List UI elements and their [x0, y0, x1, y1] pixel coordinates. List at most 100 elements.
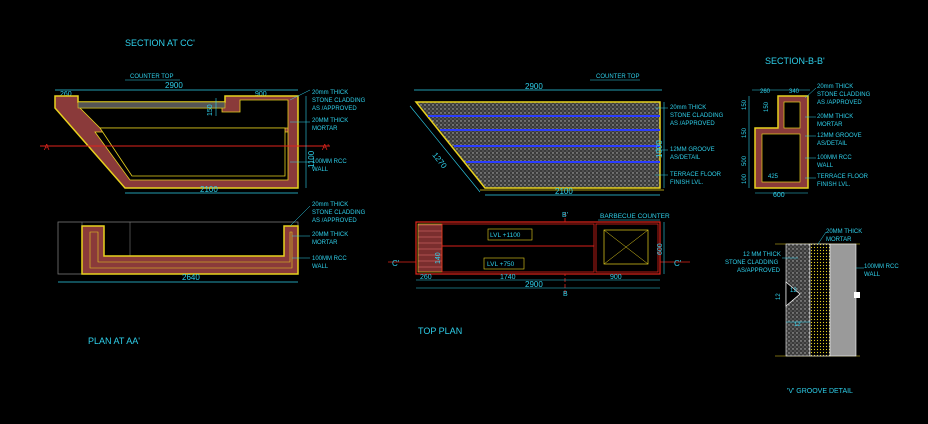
- svg-text:100MM RCC: 100MM RCC: [312, 159, 347, 165]
- section-bb-title: SECTION-B-B': [765, 56, 825, 66]
- top-plan-lvl-750: LVL +750: [487, 261, 515, 268]
- top-plan-barbecue-label: BARBECUE COUNTER: [600, 213, 670, 220]
- top-plan-dim-260: 260: [420, 274, 432, 281]
- plan-aa-u-shape: [81, 225, 299, 275]
- section-bb-notes: 20mm THICK STONE CLADDING AS /APPROVED 2…: [804, 84, 871, 188]
- section-cc-dim-2100: 2100: [200, 185, 218, 194]
- section-bb-dim-v1: 150: [742, 99, 748, 110]
- svg-text:MORTAR: MORTAR: [312, 240, 338, 246]
- v-groove-title: 'V' GROOVE DETAIL: [787, 388, 853, 395]
- svg-text:WALL: WALL: [312, 167, 329, 173]
- top-plan-dim-900: 900: [610, 274, 622, 281]
- plan-aa-view: 2640 20mm THICK STONE CLADDING AS /APPRO…: [57, 202, 366, 346]
- section-bb-dim-600: 600: [773, 192, 785, 199]
- top-plan-dim-140: 140: [435, 252, 442, 264]
- svg-text:AS/APPROVED: AS/APPROVED: [737, 268, 781, 274]
- section-cc-dim-2900: 2900: [165, 81, 183, 90]
- section-cc-dim-1100: 1100: [307, 150, 316, 168]
- svg-text:AS /APPROVED: AS /APPROVED: [670, 121, 715, 127]
- svg-text:WALL: WALL: [312, 264, 329, 270]
- v-groove-dim-b: 12: [790, 288, 797, 294]
- svg-text:MORTAR: MORTAR: [817, 122, 843, 128]
- elevation-counter-top: COUNTER TOP: [596, 74, 639, 80]
- barbecue-grill: [603, 229, 649, 265]
- svg-text:MORTAR: MORTAR: [826, 237, 852, 243]
- svg-text:AS/DETAIL: AS/DETAIL: [817, 141, 848, 147]
- section-bb-dim-425: 425: [768, 174, 779, 180]
- svg-text:TERRACE FLOOR: TERRACE FLOOR: [817, 174, 869, 180]
- svg-text:12MM GROOVE: 12MM GROOVE: [817, 133, 862, 139]
- svg-text:20MM THICK: 20MM THICK: [826, 229, 862, 235]
- svg-text:STONE CLADDING: STONE CLADDING: [312, 210, 366, 216]
- svg-text:WALL: WALL: [864, 272, 881, 278]
- plan-aa-dim-2640: 2640: [182, 273, 200, 282]
- elevation-notes: 20mm THICK STONE CLADDING AS /APPROVED 1…: [655, 105, 724, 186]
- section-bb-dim-v3: 150: [742, 127, 748, 138]
- svg-text:20mm THICK: 20mm THICK: [312, 90, 348, 96]
- section-bb-dim-v5: 100: [742, 173, 748, 184]
- svg-text:100MM RCC: 100MM RCC: [312, 256, 347, 262]
- plan-aa-notes: 20mm THICK STONE CLADDING AS /APPROVED 2…: [289, 202, 366, 270]
- section-bb-view: SECTION-B-B' 260 340 150 150 150 500 100…: [742, 56, 871, 199]
- section-cc-mark-a: A: [44, 143, 50, 152]
- v-groove-notes: 12 MM THICK STONE CLADDING AS/APPROVED 2…: [725, 229, 899, 278]
- section-cc-view: SECTION AT CC' 2900 260 900 COUNTER TOP …: [40, 38, 366, 194]
- svg-text:20mm THICK: 20mm THICK: [670, 105, 706, 111]
- svg-text:FINISH LVL.: FINISH LVL.: [670, 180, 704, 186]
- svg-text:20mm THICK: 20mm THICK: [817, 84, 853, 90]
- section-cc-dim-900: 900: [255, 91, 267, 98]
- svg-text:WALL: WALL: [817, 163, 834, 169]
- v-groove-mortar: [809, 243, 831, 357]
- top-plan-lvl-1100: LVL +1100: [490, 232, 521, 239]
- section-cc-dim-260: 260: [60, 91, 72, 98]
- top-plan-view: B' B C' C' LVL +1100 LVL +750 BARBECUE C…: [388, 212, 690, 336]
- section-cc-title: SECTION AT CC': [125, 38, 195, 48]
- top-plan-mark-c-right: C': [674, 259, 682, 268]
- elevation-dim-1270: 1270: [430, 151, 448, 171]
- svg-text:12 MM THICK: 12 MM THICK: [743, 252, 781, 258]
- svg-text:100MM RCC: 100MM RCC: [864, 264, 899, 270]
- v-groove-dim-c: 12: [794, 322, 801, 328]
- svg-text:AS /APPROVED: AS /APPROVED: [312, 106, 357, 112]
- top-plan-mark-b2: B': [562, 212, 568, 219]
- elevation-dim-1000: 1000: [655, 140, 664, 158]
- svg-text:STONE CLADDING: STONE CLADDING: [670, 113, 724, 119]
- svg-text:TERRACE FLOOR: TERRACE FLOOR: [670, 172, 722, 178]
- elevation-dim-2900: 2900: [525, 82, 543, 91]
- svg-text:STONE CLADDING: STONE CLADDING: [817, 92, 871, 98]
- v-groove-detail-view: 12 12 12 12 MM THICK STONE CLADDING AS/A…: [725, 229, 899, 395]
- svg-text:MORTAR: MORTAR: [312, 126, 338, 132]
- section-bb-dim-340: 340: [789, 89, 800, 95]
- svg-text:20MM THICK: 20MM THICK: [312, 118, 348, 124]
- section-cc-notes: 20mm THICK STONE CLADDING AS /APPROVED 2…: [289, 89, 366, 173]
- elevation-dim-2100: 2100: [555, 187, 573, 196]
- svg-text:20MM THICK: 20MM THICK: [312, 232, 348, 238]
- svg-text:100MM RCC: 100MM RCC: [817, 155, 852, 161]
- top-plan-dim-2900: 2900: [525, 280, 543, 289]
- top-plan-mark-b: B: [563, 291, 568, 298]
- svg-text:STONE CLADDING: STONE CLADDING: [312, 98, 366, 104]
- svg-text:FINISH LVL.: FINISH LVL.: [817, 182, 851, 188]
- section-cc-dim-150: 150: [207, 104, 214, 116]
- v-groove-dim-a: 12: [776, 293, 782, 300]
- section-bb-dim-v4: 500: [742, 155, 748, 166]
- svg-text:STONE CLADDING: STONE CLADDING: [725, 260, 779, 266]
- elevation-view: 2900 COUNTER TOP 2100 1270 1000 20mm THI…: [409, 74, 724, 196]
- section-cc-counter-top: COUNTER TOP: [130, 74, 173, 80]
- section-cc-mark-a2: A': [322, 143, 329, 152]
- top-plan-title: TOP PLAN: [418, 326, 462, 336]
- top-plan-mark-c-left: C': [392, 259, 400, 268]
- top-plan-dim-600: 600: [657, 243, 664, 255]
- plan-aa-title: PLAN AT AA': [88, 336, 140, 346]
- svg-text:20MM THICK: 20MM THICK: [817, 114, 853, 120]
- svg-text:AS /APPROVED: AS /APPROVED: [312, 218, 357, 224]
- svg-text:20mm THICK: 20mm THICK: [312, 202, 348, 208]
- svg-text:12MM GROOVE: 12MM GROOVE: [670, 147, 715, 153]
- top-plan-dim-1740: 1740: [500, 274, 516, 281]
- section-bb-dim-260: 260: [760, 89, 771, 95]
- v-groove-rcc-wall: [829, 243, 857, 357]
- svg-text:AS/DETAIL: AS/DETAIL: [670, 155, 701, 161]
- section-bb-dim-v2: 150: [764, 101, 770, 112]
- svg-text:AS /APPROVED: AS /APPROVED: [817, 100, 862, 106]
